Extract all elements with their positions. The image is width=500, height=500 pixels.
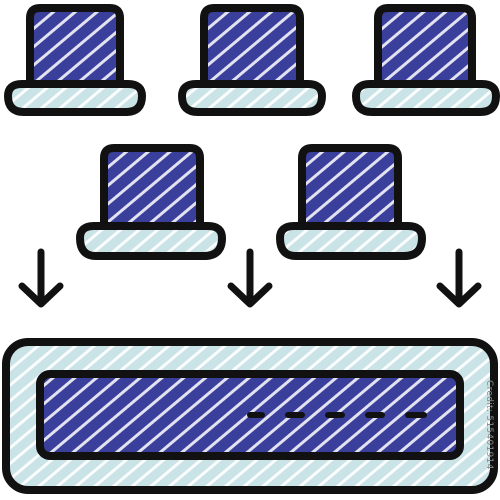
hat-icon-3 [352, 4, 500, 116]
watermark-text: Credit: 515401914 [484, 380, 494, 470]
hat-icon-5 [276, 144, 426, 260]
hat-4-brim [76, 222, 226, 260]
hat-icon-4 [76, 144, 226, 260]
down-arrow-icon-2 [227, 248, 273, 308]
hat-3-crown [374, 4, 476, 90]
hat-3-brim [352, 80, 500, 116]
slot-icon [2, 338, 498, 494]
hat-1-brim [4, 80, 146, 116]
hat-2-brim [178, 80, 326, 116]
hat-icon-2 [178, 4, 326, 116]
hat-2-crown [200, 4, 304, 90]
hat-1-crown [26, 4, 124, 90]
watermark: Credit: 515401914 [484, 380, 496, 490]
down-arrow-icon-3 [436, 248, 482, 308]
hat-5-crown [298, 144, 402, 230]
hat-4-crown [100, 144, 204, 230]
hat-5-brim [276, 222, 426, 260]
down-arrow-icon-1 [18, 248, 64, 308]
hat-icon-1 [4, 4, 146, 116]
